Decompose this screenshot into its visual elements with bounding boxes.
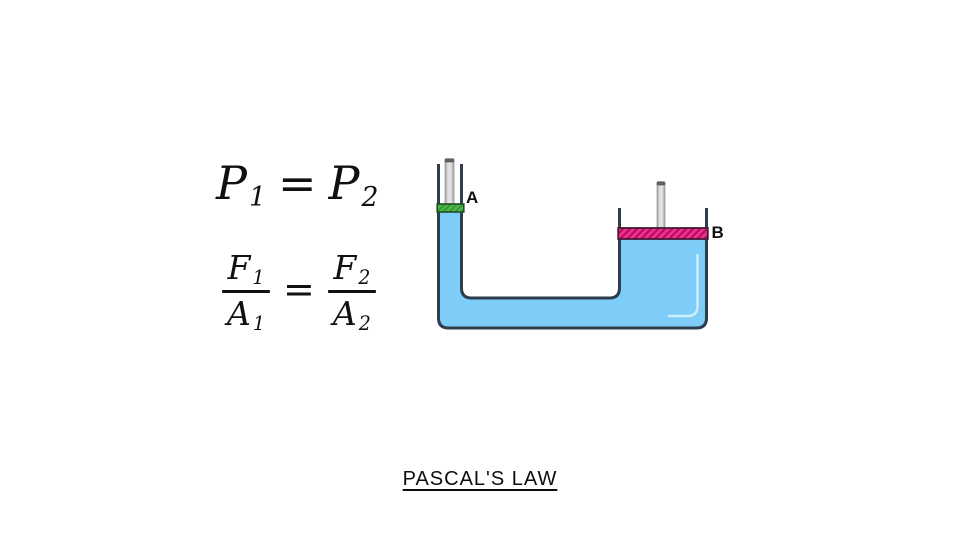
right-denominator-subscript: 2 — [358, 311, 371, 335]
equals-icon: = — [277, 156, 317, 210]
piston-a-rod — [444, 158, 455, 207]
piston-b-rod-cap — [656, 181, 666, 186]
fraction-bar — [327, 289, 376, 293]
vessel-liquid — [437, 207, 708, 330]
piston-a-rod-cap — [444, 158, 455, 163]
vessel-walls — [437, 164, 708, 231]
page-title: PASCAL'S LAW — [0, 468, 960, 491]
hydraulic-vessel-diagram: A B — [436, 158, 724, 330]
right-numerator-subscript: 2 — [358, 266, 371, 290]
left-numerator-subscript: 1 — [252, 266, 265, 290]
piston-b-rod — [656, 181, 666, 230]
left-numerator-symbol: F — [227, 248, 251, 287]
right-denominator-symbol: A — [332, 293, 357, 333]
piston-b-label: B — [712, 223, 724, 242]
pressure-left-subscript: 1 — [248, 182, 266, 214]
right-numerator-symbol: F — [333, 248, 357, 287]
left-denominator-subscript: 1 — [252, 311, 266, 335]
piston-a — [436, 203, 465, 213]
piston-a-label: A — [466, 188, 478, 207]
pressure-right-subscript: 2 — [361, 182, 379, 214]
piston-b — [617, 227, 709, 240]
page-title-text: PASCAL'S LAW — [402, 468, 558, 490]
fraction-bar — [222, 289, 271, 293]
equals-icon: = — [283, 267, 315, 312]
pressure-right-symbol: P — [328, 156, 360, 210]
left-denominator-symbol: A — [227, 293, 251, 333]
pressure-left-symbol: P — [216, 156, 247, 210]
liquid-highlight — [667, 253, 699, 318]
